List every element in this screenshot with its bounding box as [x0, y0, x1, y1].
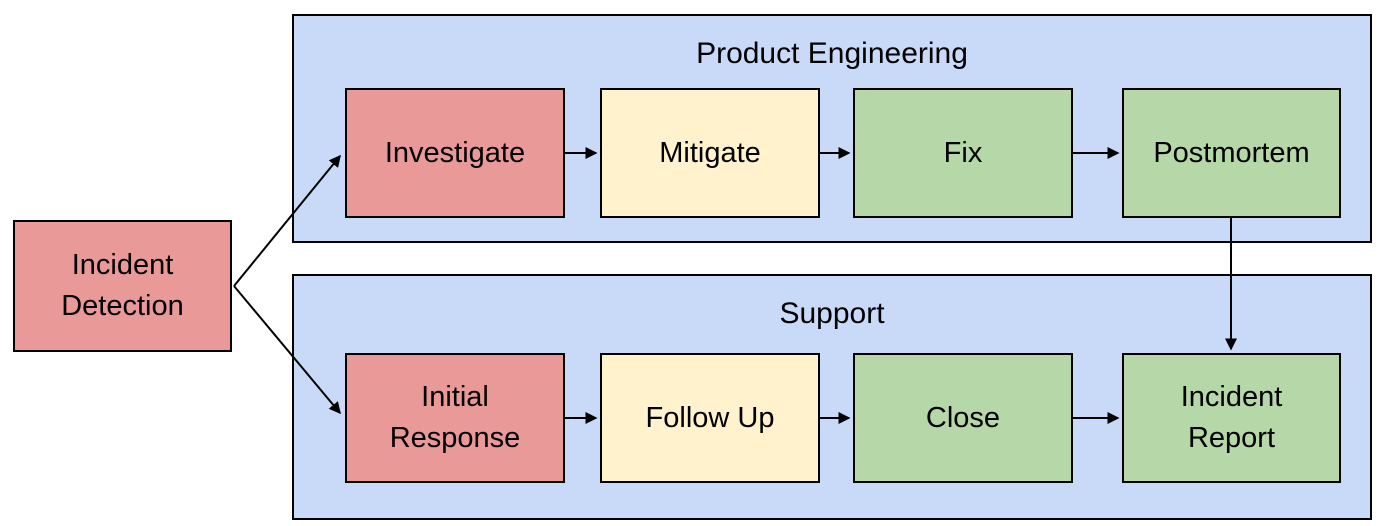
node-initial-response: Initial Response: [345, 353, 565, 483]
node-close: Close: [853, 353, 1073, 483]
node-incident-detection: Incident Detection: [13, 220, 232, 352]
node-incident-report: Incident Report: [1122, 353, 1341, 483]
lane-support-label: Support: [779, 297, 885, 330]
node-postmortem: Postmortem: [1122, 88, 1341, 218]
node-follow-up: Follow Up: [600, 353, 820, 483]
lane-product-engineering-label: Product Engineering: [696, 37, 968, 70]
node-fix: Fix: [853, 88, 1073, 218]
node-mitigate: Mitigate: [600, 88, 820, 218]
node-investigate: Investigate: [345, 88, 565, 218]
